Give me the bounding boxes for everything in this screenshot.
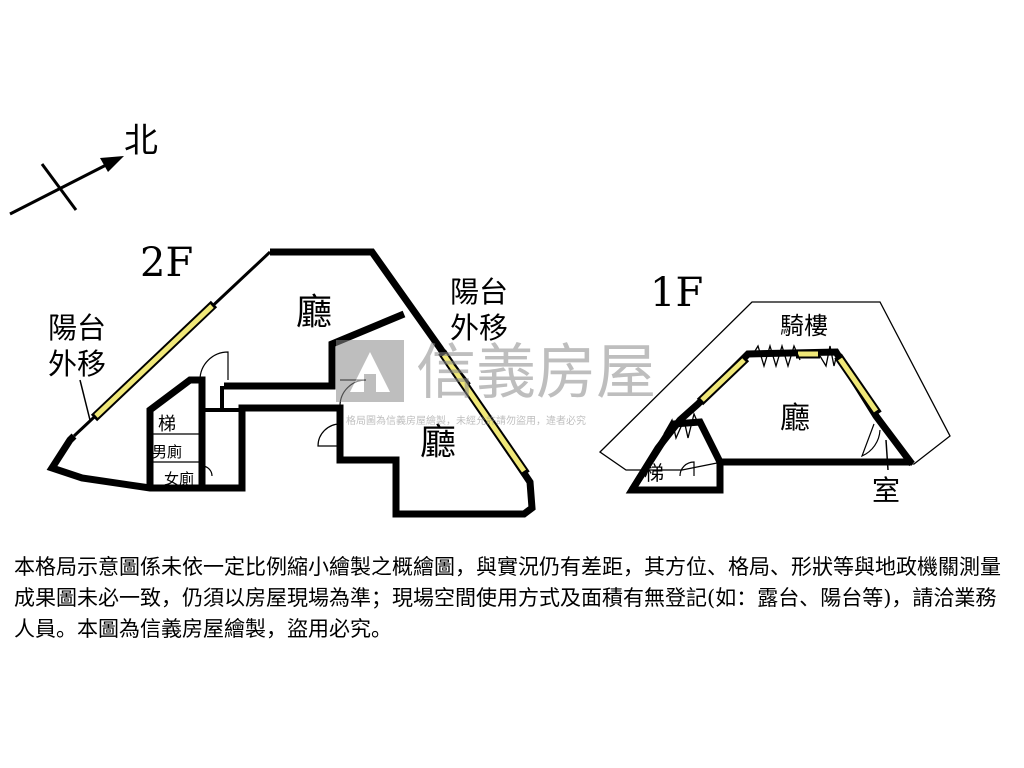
floor-1f-shutter-left <box>663 411 701 441</box>
floor-1f-window-right-glass <box>837 357 879 413</box>
compass-north-label: 北 <box>124 121 158 161</box>
floor-1f-hall-label: 廳 <box>780 401 810 436</box>
floor-2f-mens-toilet-label: 男廁 <box>152 443 182 461</box>
floor-2f-label: 2F <box>140 240 193 286</box>
disclaimer-text: 本格局示意圖係未依一定比例縮小繪製之概繪圖，與實況仍有差距，其方位、格局、形狀等… <box>14 555 1001 641</box>
floor-2f-door-core <box>199 351 229 381</box>
compass-crossbar <box>40 163 78 211</box>
floor-2f-window-right-glass <box>441 353 527 473</box>
floor-2f-door-toilet <box>201 465 213 477</box>
floor-2f-hall-top-label: 廳 <box>296 292 332 333</box>
floor-1f: 1F 騎樓 廳 梯 室 <box>598 270 951 507</box>
floor-1f-window-left-glass <box>700 358 746 402</box>
watermark-logo-icon <box>336 340 404 402</box>
svg-text:外移: 外移 <box>450 311 508 345</box>
svg-text:陽台: 陽台 <box>48 311 106 345</box>
floor-1f-stairs-label: 梯 <box>644 461 664 485</box>
floor-1f-room-leader <box>885 439 889 471</box>
floor-1f-door-room <box>860 423 881 458</box>
floor-2f-window-left-glass <box>94 304 214 418</box>
watermark: 信義房屋 格局圖為信義房屋繪製，未經允許請勿盜用，違者必究 <box>336 338 656 427</box>
floor-2f-hall-right-label: 廳 <box>420 422 456 463</box>
floor-1f-shutter-top <box>751 343 801 369</box>
floor-1f-room-label: 室 <box>872 474 900 507</box>
floor-2f-inner-wall <box>224 310 406 390</box>
floor-1f-door-stair <box>679 461 695 477</box>
floor-2f-core-wall <box>146 376 206 488</box>
watermark-note: 格局圖為信義房屋繪製，未經允許請勿盜用，違者必究 <box>346 414 586 427</box>
floor-2f-balcony-left-label: 陽台 外移 <box>48 311 106 381</box>
floor-1f-label: 1F <box>650 270 703 316</box>
floor-2f-balcony-right-label: 陽台 外移 <box>450 275 508 345</box>
svg-text:陽台: 陽台 <box>450 275 508 309</box>
compass: 北 <box>9 121 158 216</box>
floor-1f-arcade-label: 騎樓 <box>780 312 828 340</box>
floor-2f-stairs-label: 梯 <box>158 414 176 435</box>
floor-1f-stair-wall <box>629 418 724 492</box>
floor-1f-shutter-top-right <box>819 345 839 368</box>
floor-2f-door-hall <box>317 423 341 447</box>
floor-2f-balcony-left-leader <box>79 379 91 421</box>
watermark-brand: 信義房屋 <box>416 338 656 408</box>
floor-2f-womens-toilet-label: 女廁 <box>164 470 194 488</box>
floor-2f-window-tick <box>453 363 471 385</box>
svg-text:外移: 外移 <box>48 347 106 381</box>
compass-arrow-icon <box>100 156 124 172</box>
floor-2f: 2F 廳 廳 梯 男廁 女廁 陽台 外移 <box>46 240 536 518</box>
